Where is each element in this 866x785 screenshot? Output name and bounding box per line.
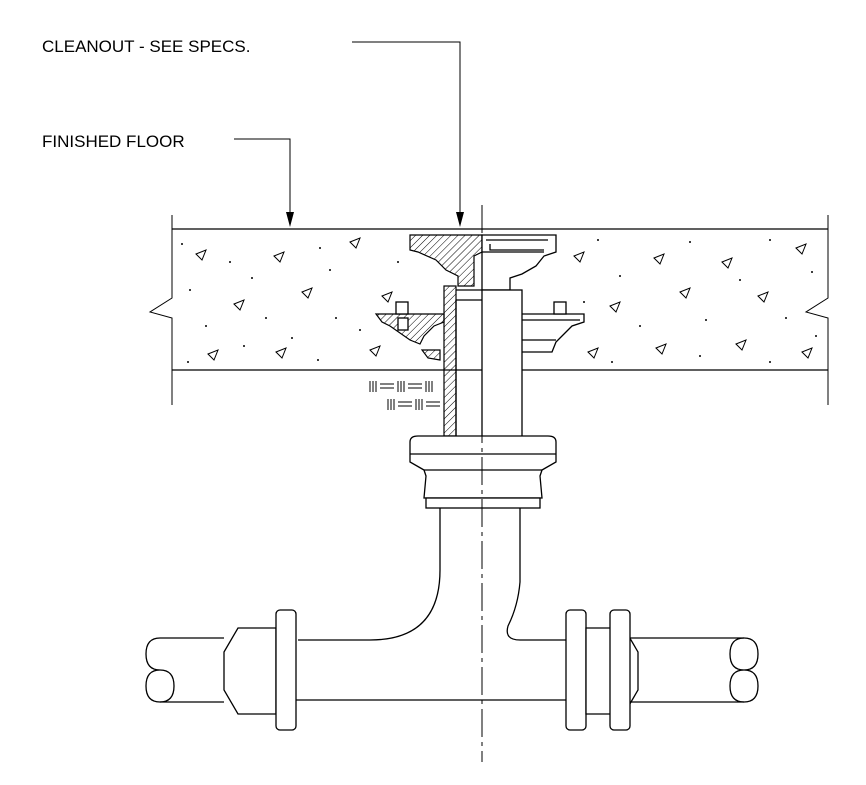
pipe-hub-coupling — [409, 435, 557, 499]
tee-right-branch — [506, 508, 568, 641]
concrete-specks — [181, 239, 817, 363]
flange-bolt-right — [553, 301, 567, 315]
sanitary-tee — [296, 508, 568, 701]
cleanout-callout: CLEANOUT - SEE SPECS. — [42, 37, 464, 227]
flange-plate-left — [374, 313, 445, 345]
coupling-right-rim — [565, 609, 587, 731]
finished-floor-callout: FINISHED FLOOR — [42, 132, 294, 227]
cleanout-label: CLEANOUT - SEE SPECS. — [42, 37, 250, 56]
right-break-line — [804, 215, 829, 405]
coupling-right-outer-rim — [609, 609, 631, 731]
horizontal-pipe-left — [145, 609, 297, 731]
left-break-line — [148, 215, 173, 405]
horizontal-pipe-right — [565, 609, 759, 731]
concrete-aggregate — [195, 237, 813, 361]
cleanout-leader — [352, 41, 461, 222]
flange-bolt-left — [395, 301, 409, 331]
riser-pipe-wall-left — [443, 285, 457, 437]
riser-pipe-right — [481, 289, 523, 439]
cleanout-cover-section — [409, 234, 483, 287]
cleanout-assembly — [374, 234, 585, 509]
tee-left-sweep — [298, 508, 441, 641]
pipe-break-left — [145, 637, 175, 703]
cleanout-cover-elevation — [481, 234, 557, 291]
finished-floor-label: FINISHED FLOOR — [42, 132, 185, 151]
cleanout-arrowhead — [456, 212, 464, 227]
anchor-wedge — [420, 349, 441, 361]
finished-floor-arrowhead — [286, 212, 294, 227]
pipe-hub-base — [425, 497, 541, 509]
coupling-left — [223, 627, 277, 715]
membrane-symbol — [369, 381, 440, 410]
pipe-break-right — [729, 637, 759, 703]
coupling-left-rim — [275, 609, 297, 731]
finished-floor-leader — [234, 138, 291, 222]
